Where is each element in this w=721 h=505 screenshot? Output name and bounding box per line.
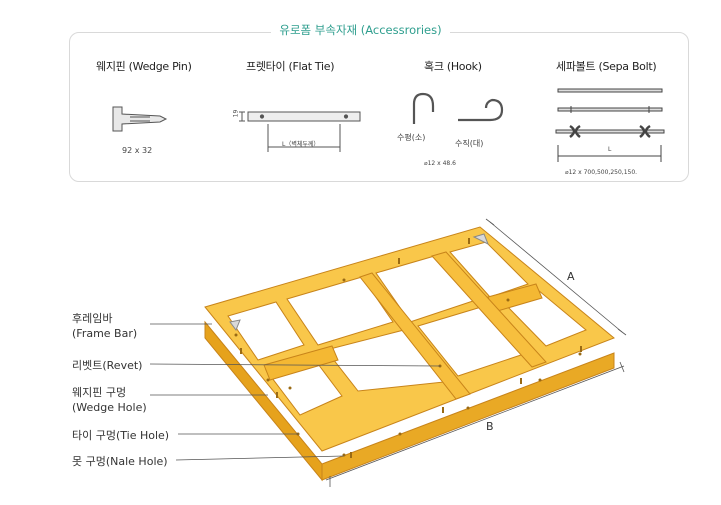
hook-size: ⌀12 x 48.6	[424, 160, 456, 167]
dimension-a-label: A	[567, 270, 575, 283]
sepa-bolt-length-dim: L	[608, 146, 612, 153]
wedge-hole-label-en: (Wedge Hole)	[72, 401, 147, 414]
hook-vertical-label: 수직(대)	[455, 139, 484, 148]
leader-lines	[149, 323, 441, 461]
flat-tie-drawing	[239, 111, 361, 152]
flat-tie-length-dim: L（벽체두께）	[282, 141, 320, 148]
accessories-panel	[69, 32, 689, 182]
flat-tie-name: 프렛타이 (Flat Tie)	[246, 60, 335, 73]
hook-horizontal-label: 수평(소)	[397, 133, 426, 142]
wedge-hole-label-ko: 웨지핀 구멍	[72, 386, 127, 399]
euro-form-frame	[204, 226, 615, 482]
dimension-lines	[325, 218, 627, 487]
wedge-pin-name: 웨지핀 (Wedge Pin)	[96, 60, 192, 73]
hook-drawing	[412, 92, 504, 124]
dimension-b-label: B	[486, 420, 494, 433]
wedge-pin-size: 92 x 32	[122, 146, 153, 155]
tie-hole-label: 타이 구멍(Tie Hole)	[72, 429, 170, 442]
hook-name: 혹크 (Hook)	[424, 60, 482, 73]
accessories-title: 유로폼 부속자재 (Accessrories)	[0, 22, 721, 38]
sepa-bolt-drawing	[555, 88, 665, 162]
sepa-bolt-size: ⌀12 x 700,500,250,150.	[565, 169, 638, 176]
wedge-pin-drawing	[112, 106, 168, 132]
nail-hole-label: 못 구멍(Nale Hole)	[72, 455, 168, 468]
frame-bar-label-ko: 후레임바	[72, 312, 113, 325]
rivet-label: 리벳트(Revet)	[72, 359, 143, 372]
sepa-bolt-name: 세파볼트 (Sepa Bolt)	[556, 60, 657, 73]
frame-bar-label-en: (Frame Bar)	[72, 327, 138, 340]
